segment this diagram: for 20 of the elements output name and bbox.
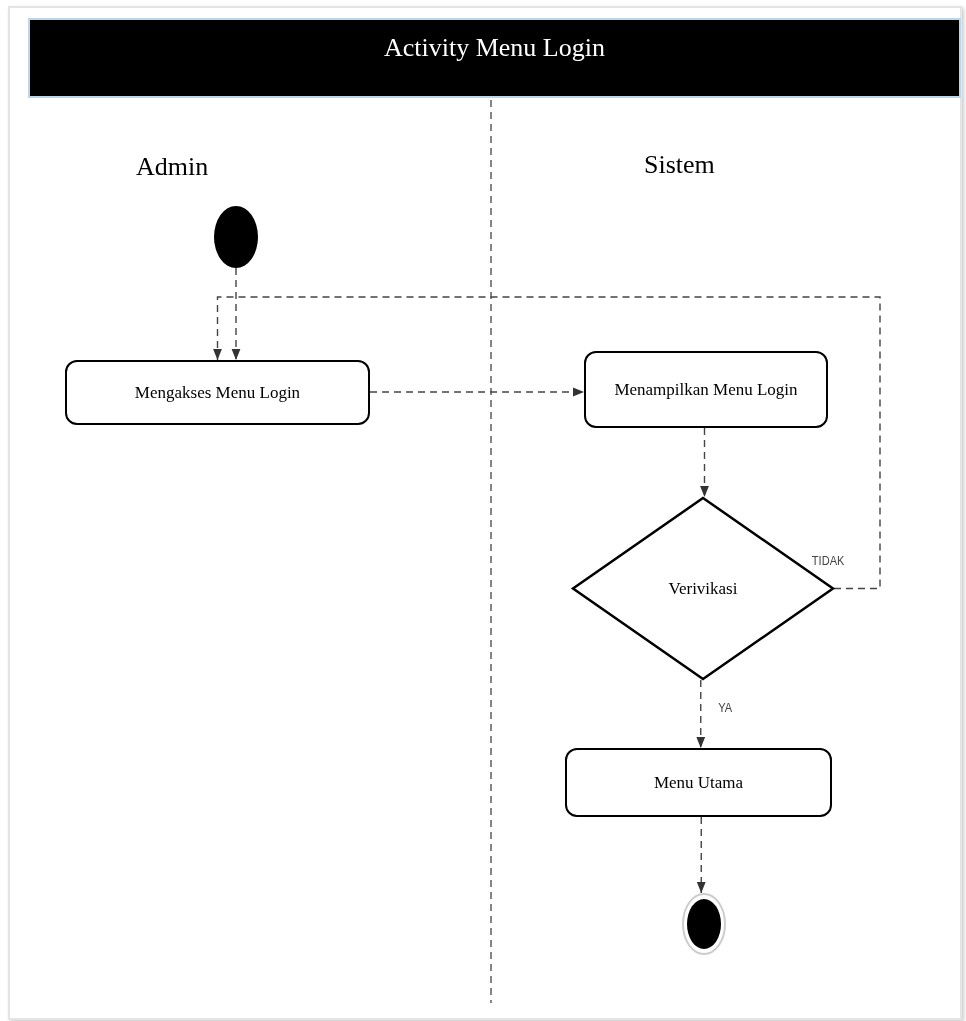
edge-label: TIDAK xyxy=(811,553,846,568)
activity-box xyxy=(565,748,832,817)
diagram-title: Activity Menu Login xyxy=(28,18,961,98)
node-text: Menu Utama xyxy=(653,771,744,794)
node-text: Menampilkan Menu Login xyxy=(614,378,798,401)
node-text: Mengakses Menu Login xyxy=(134,381,301,404)
flow-arrow xyxy=(696,679,706,749)
swimlane-label: Admin xyxy=(136,152,209,182)
swimlane-label: Sistem xyxy=(644,150,715,180)
flow-arrow xyxy=(696,816,706,894)
activity-box xyxy=(65,360,370,425)
flow-arrow xyxy=(231,267,241,361)
node-text: Verivikasi xyxy=(668,577,738,600)
end-node xyxy=(682,893,726,955)
flow-arrow xyxy=(700,427,709,498)
start-node xyxy=(214,206,258,268)
activity-box xyxy=(584,351,828,428)
edge-label: YA xyxy=(717,700,733,715)
flow-arrow xyxy=(213,296,881,590)
flow-arrow xyxy=(369,387,585,397)
